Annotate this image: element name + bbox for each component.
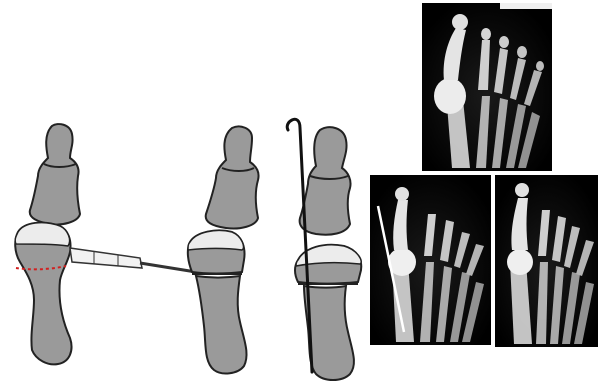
xray-follow-up <box>495 175 598 347</box>
xray-preoperative <box>422 3 552 171</box>
translation-instrument <box>70 248 196 272</box>
proximal-phalanx <box>206 126 259 228</box>
step-3-kirschner-wire-fixation <box>287 119 361 380</box>
first-metatarsal-shaft <box>196 276 247 373</box>
proximal-phalanx <box>300 127 351 234</box>
xray-postoperative-with-wire <box>370 175 491 345</box>
metatarsal-head-cartilage <box>188 230 244 250</box>
step-1-osteotomy-marking <box>15 124 80 364</box>
instrument-handle <box>70 248 142 268</box>
step-2-translation-with-instrument <box>188 126 259 373</box>
proximal-phalanx <box>30 124 80 224</box>
instrument-shaft <box>140 263 196 272</box>
metatarsal-head-cartilage <box>15 223 69 246</box>
